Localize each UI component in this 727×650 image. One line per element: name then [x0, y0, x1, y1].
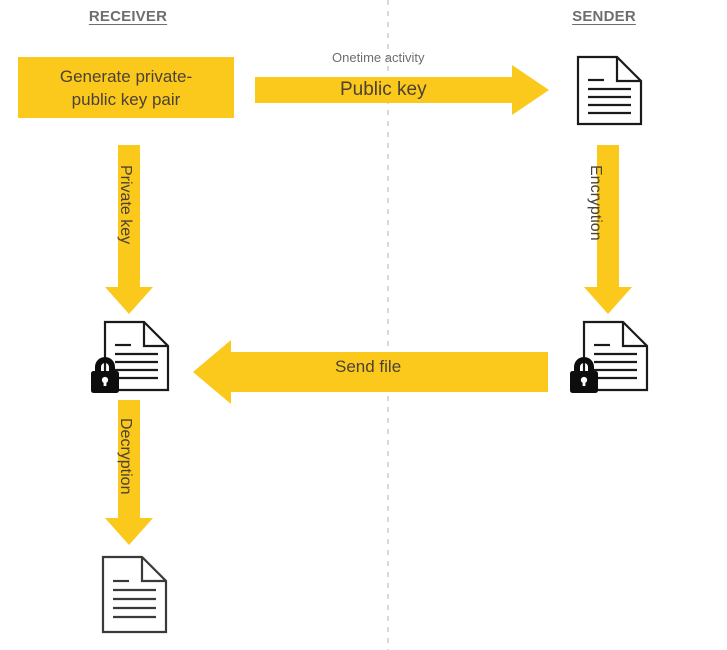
receiver-decrypted-document-icon: [101, 555, 168, 634]
private-key-arrow-label: Private key: [117, 165, 134, 245]
encryption-arrow-label: Encryption: [587, 165, 604, 241]
generate-key-pair-box[interactable]: Generate private- public key pair: [18, 57, 234, 118]
generate-key-pair-line1: Generate private-: [59, 66, 193, 86]
generate-key-pair-line2: public key pair: [71, 89, 181, 109]
onetime-activity-caption: Onetime activity: [332, 50, 425, 65]
send-file-arrow-label: Send file: [335, 357, 402, 376]
public-key-arrow-label: Public key: [340, 79, 427, 100]
column-title-receiver: RECEIVER: [88, 8, 168, 25]
column-title-sender: SENDER: [572, 8, 636, 25]
receiver-locked-document-icon: [91, 320, 170, 393]
padlock-icon: [91, 357, 119, 393]
sender-plain-document-icon: [576, 55, 643, 126]
sender-locked-document-icon: [570, 320, 649, 393]
padlock-icon: [570, 357, 598, 393]
decryption-arrow-label: Decryption: [117, 418, 134, 495]
